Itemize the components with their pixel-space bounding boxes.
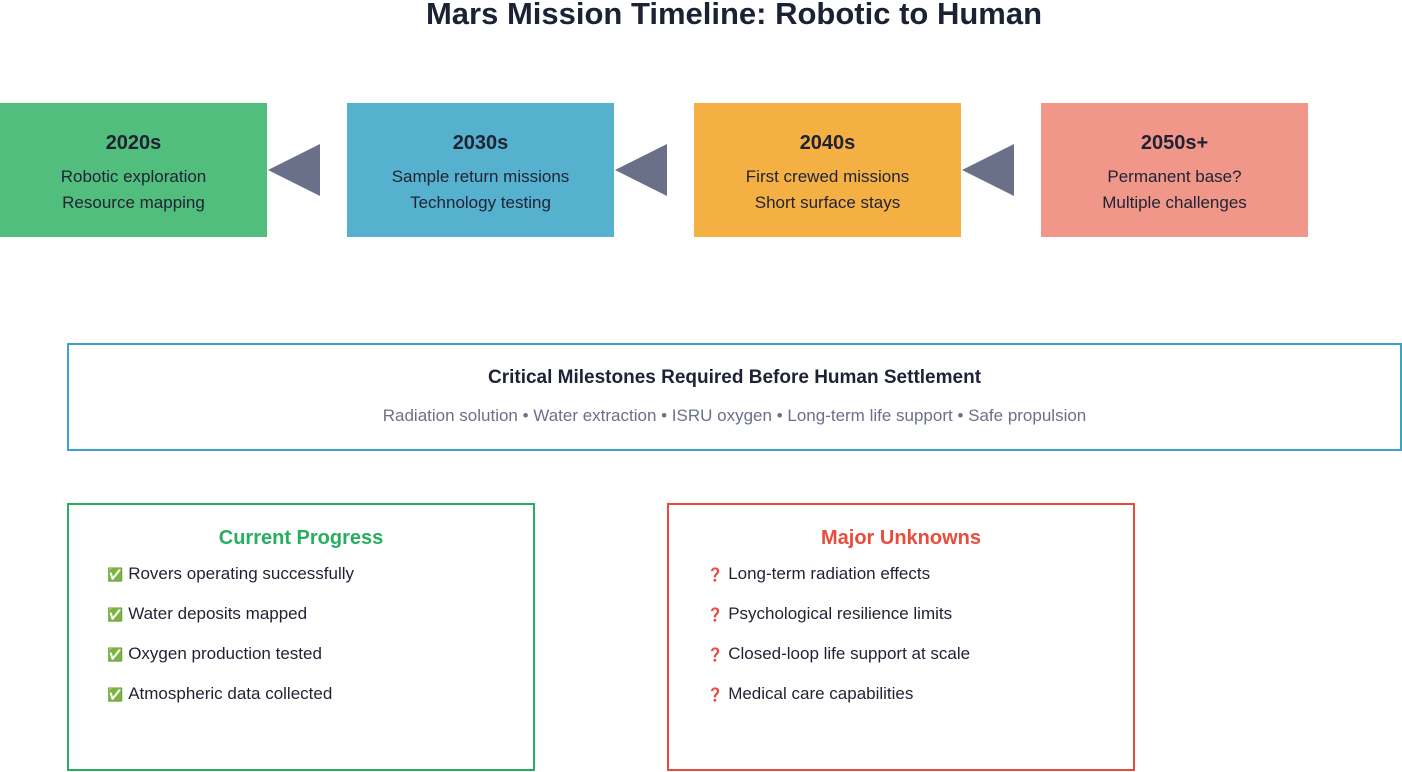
question-icon: ❓	[707, 687, 724, 702]
era-year: 2020s	[105, 132, 162, 154]
era-line: First crewed missions	[745, 167, 910, 186]
item-text: Oxygen production tested	[128, 644, 322, 663]
list-item: ❓ Long-term radiation effects	[707, 564, 1133, 604]
arrow-left-icon	[268, 144, 320, 196]
era-line: Short surface stays	[754, 193, 901, 212]
item-text: Medical care capabilities	[728, 684, 914, 703]
milestones-heading: Critical Milestones Required Before Huma…	[487, 367, 982, 388]
era-2050s: 2050s+ Permanent base? Multiple challenge…	[1041, 103, 1308, 237]
page-title: Mars Mission Timeline: Robotic to Human	[425, 0, 1043, 31]
item-text: Psychological resilience limits	[728, 604, 953, 623]
era-line: Sample return missions	[391, 167, 570, 186]
item-text: Water deposits mapped	[128, 604, 308, 623]
item-text: Rovers operating successfully	[128, 564, 355, 583]
era-line: Resource mapping	[62, 193, 205, 212]
check-icon: ✅	[107, 647, 124, 662]
list-item: ✅ Rovers operating successfully	[107, 564, 533, 604]
item-text: Atmospheric data collected	[128, 684, 333, 703]
era-line: Robotic exploration	[60, 167, 207, 186]
era-year: 2040s	[799, 132, 856, 154]
item-text: Closed-loop life support at scale	[728, 644, 971, 663]
era-year: 2050s+	[1140, 132, 1209, 154]
list-item: ✅ Atmospheric data collected	[107, 684, 533, 724]
era-line: Permanent base?	[1107, 167, 1242, 186]
current-progress-panel: Current Progress ✅ Rovers operating succe…	[67, 503, 535, 771]
list-item: ❓ Medical care capabilities	[707, 684, 1133, 724]
progress-heading: Current Progress	[218, 527, 384, 549]
list-item: ✅ Water deposits mapped	[107, 604, 533, 644]
check-icon: ✅	[107, 567, 124, 582]
item-text: Long-term radiation effects	[728, 564, 931, 583]
era-line: Technology testing	[410, 193, 551, 212]
list-item: ❓ Closed-loop life support at scale	[707, 644, 1133, 684]
era-year: 2030s	[452, 132, 509, 154]
question-icon: ❓	[707, 647, 724, 662]
question-icon: ❓	[707, 607, 724, 622]
major-unknowns-panel: Major Unknowns ❓ Long-term radiation effe…	[667, 503, 1135, 771]
question-icon: ❓	[707, 567, 724, 582]
list-item: ❓ Psychological resilience limits	[707, 604, 1133, 644]
era-line: Multiple challenges	[1102, 193, 1247, 212]
arrow-left-icon	[962, 144, 1014, 196]
list-item: ✅ Oxygen production tested	[107, 644, 533, 684]
unknowns-heading: Major Unknowns	[820, 527, 981, 549]
check-icon: ✅	[107, 687, 124, 702]
milestones-items: Radiation solution • Water extraction • …	[382, 406, 1087, 425]
check-icon: ✅	[107, 607, 124, 622]
arrow-left-icon	[615, 144, 667, 196]
milestones-box: Critical Milestones Required Before Huma…	[67, 343, 1402, 451]
